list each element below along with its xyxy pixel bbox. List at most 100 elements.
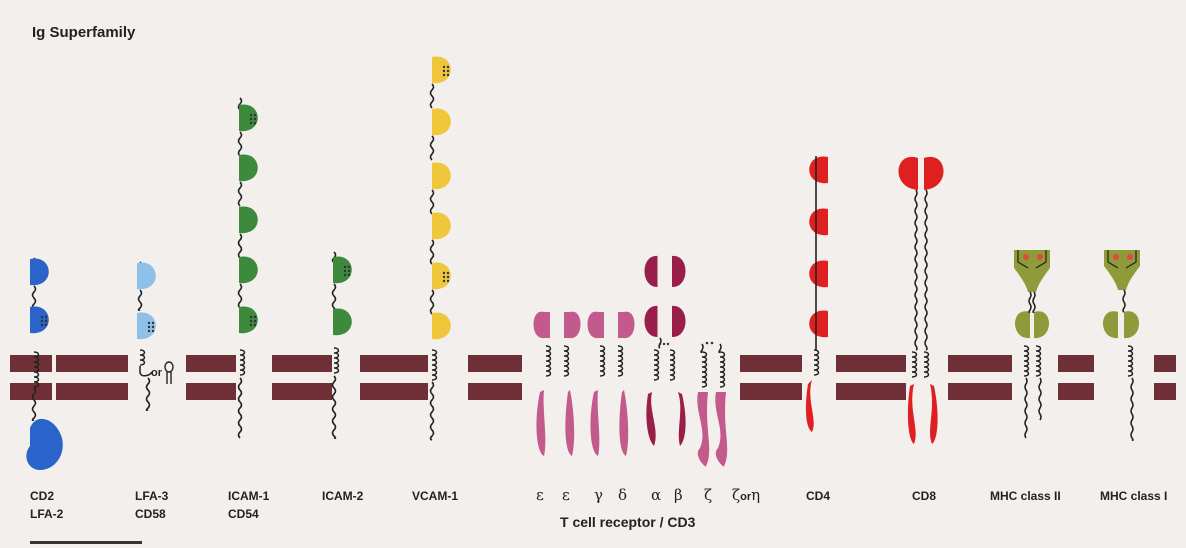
transmembrane-coil <box>814 350 819 375</box>
chain-line <box>1039 378 1041 420</box>
disulfide-dot <box>711 342 714 345</box>
chain-line <box>333 284 336 312</box>
membrane-inner-segment <box>948 383 1012 400</box>
membrane-outer-segment <box>468 355 522 372</box>
transmembrane-coil <box>720 352 725 387</box>
icam1-molecule <box>239 98 258 438</box>
lfa3-or-label: or <box>151 367 162 379</box>
eta-symbol: η <box>751 486 760 504</box>
disulfide-dot <box>250 114 252 116</box>
transmembrane-coil <box>912 352 917 377</box>
chain-line <box>333 376 336 438</box>
disulfide-dot <box>250 316 252 318</box>
cd4-tail <box>806 380 814 432</box>
label-chain-epsilon-2: ε <box>562 486 570 504</box>
icam2-domain-2 <box>333 308 352 335</box>
label-mhc-class-ii: MHC class II <box>990 487 1061 505</box>
chain-line <box>239 284 242 308</box>
membrane-inner-segment <box>10 383 52 400</box>
disulfide-dot <box>254 316 256 318</box>
disulfide-dot <box>443 276 445 278</box>
cell-membrane <box>10 355 1176 400</box>
tcr-beta-domain <box>672 306 686 337</box>
chain-line <box>239 182 242 206</box>
disulfide-dot <box>443 70 445 72</box>
cd3-domain-left <box>588 312 599 338</box>
mhc1-peptide <box>1113 254 1119 260</box>
transmembrane-coil <box>618 346 623 376</box>
membrane-outer-segment <box>740 355 802 372</box>
membrane-inner-segment <box>740 383 802 400</box>
gpi-anchor-head <box>165 362 173 372</box>
chain-line <box>139 290 142 310</box>
label-lfa3: LFA-3CD58 <box>135 487 168 523</box>
chain-line <box>431 290 434 314</box>
mhc2-peptide <box>1023 254 1029 260</box>
disulfide-dot <box>447 272 449 274</box>
label-icam2: ICAM-2 <box>322 487 363 505</box>
disulfide-dot <box>152 322 154 324</box>
membrane-inner-segment <box>468 383 522 400</box>
membrane-inner-segment <box>360 383 428 400</box>
membrane-inner-segment <box>186 383 236 400</box>
chain-line <box>431 136 434 160</box>
membrane-outer-segment <box>1154 355 1176 372</box>
vcam1-domain <box>432 312 451 339</box>
disulfide-dot <box>254 320 256 322</box>
icam1-domain <box>239 206 258 233</box>
disulfide-dot <box>706 342 709 345</box>
mhc2-alpha-domain <box>1015 311 1030 338</box>
molecules-layer <box>26 56 1140 470</box>
membrane-outer-segment <box>1058 355 1094 372</box>
chain-line <box>1025 378 1027 438</box>
transmembrane-coil <box>1128 346 1133 376</box>
disulfide-dot <box>348 266 350 268</box>
chain-line <box>719 344 721 352</box>
disulfide-dot <box>447 74 449 76</box>
membrane-outer-segment <box>360 355 428 372</box>
disulfide-dot <box>344 266 346 268</box>
disulfide-dot <box>443 272 445 274</box>
mhc2-peptide <box>1037 254 1043 260</box>
membrane-outer-segment <box>10 355 52 372</box>
tcr-alpha-domain <box>645 306 659 337</box>
cd3-domain-right-core <box>618 312 624 338</box>
disulfide-dot <box>447 70 449 72</box>
cd3-tail-left <box>591 390 600 456</box>
cd8-alpha-domain <box>898 157 918 190</box>
label-chain-zeta-2: ζorη <box>732 486 760 504</box>
cd8-beta-domain <box>924 157 944 190</box>
mhc-class-i-molecule <box>1103 250 1140 440</box>
tcr-alpha-domain <box>645 256 659 287</box>
cd2-domain-1 <box>30 258 49 285</box>
membrane-outer-segment <box>56 355 128 372</box>
transmembrane-coil <box>1024 346 1029 376</box>
transmembrane-coil <box>432 350 437 380</box>
chain-line <box>147 378 150 410</box>
membrane-outer-segment <box>948 355 1012 372</box>
disulfide-dot <box>148 330 150 332</box>
label-chain-epsilon-1: ε <box>536 486 544 504</box>
label-chain-zeta-1: ζ <box>704 486 712 504</box>
cd3-domain-right-core <box>564 312 570 338</box>
chain-line <box>239 378 242 438</box>
cd3-tail-right <box>565 390 574 456</box>
zeta-tail <box>715 392 727 467</box>
disulfide-dot <box>447 276 449 278</box>
disulfide-dot <box>447 66 449 68</box>
disulfide-dot <box>152 330 154 332</box>
mhc2-beta-domain <box>1034 311 1049 338</box>
cd4-domain <box>809 260 828 287</box>
chain-line <box>1123 290 1125 312</box>
mhc1-alpha3-domain <box>1124 311 1139 338</box>
membrane-inner-segment <box>56 383 128 400</box>
transmembrane-coil <box>334 348 339 373</box>
disulfide-dot <box>659 343 661 345</box>
scale-bar <box>30 541 142 544</box>
cd3-domain-left-core <box>544 312 550 338</box>
transmembrane-coil <box>140 350 145 365</box>
cd3-epsilon-epsilon <box>534 312 581 456</box>
transmembrane-coil <box>564 346 569 376</box>
label-chain-beta: β <box>674 486 683 504</box>
